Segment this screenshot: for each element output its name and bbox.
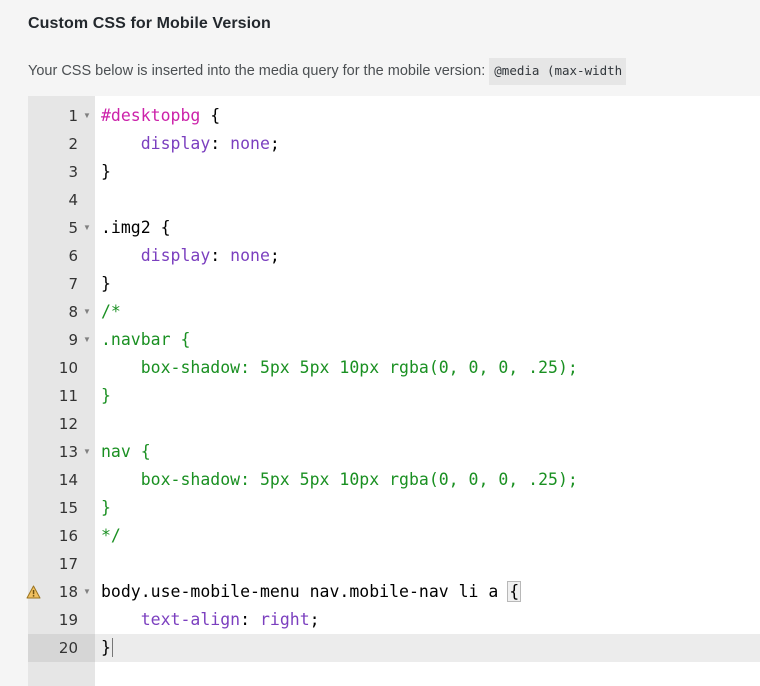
code-token: right xyxy=(259,610,310,629)
active-line-highlight xyxy=(95,634,760,662)
fold-toggle-icon[interactable]: ▼ xyxy=(83,307,91,316)
code-token: } xyxy=(101,162,111,181)
code-token: nav { xyxy=(101,442,151,461)
line-number: 7 xyxy=(68,275,78,293)
code-line[interactable]: #desktopbg { xyxy=(101,102,220,130)
code-token: #desktopbg xyxy=(101,106,201,125)
line-number: 19 xyxy=(58,611,78,629)
code-line[interactable]: } xyxy=(101,270,111,298)
code-line[interactable]: } xyxy=(101,494,111,522)
code-token: ; xyxy=(269,246,280,265)
line-number: 1 xyxy=(68,107,78,125)
line-number: 8 xyxy=(68,303,78,321)
code-line[interactable]: body.use-mobile-menu nav.mobile-nav li a… xyxy=(101,578,522,606)
active-line-gutter-highlight xyxy=(28,634,95,662)
line-number: 12 xyxy=(58,415,78,433)
line-number: 17 xyxy=(58,555,78,573)
code-line[interactable]: } xyxy=(101,158,111,186)
line-number: 2 xyxy=(68,135,78,153)
fold-toggle-icon[interactable]: ▼ xyxy=(83,447,91,456)
code-token: none xyxy=(230,246,270,265)
fold-toggle-icon[interactable]: ▼ xyxy=(83,111,91,120)
code-token: } xyxy=(101,638,111,657)
fold-toggle-icon[interactable]: ▼ xyxy=(83,587,91,596)
code-line[interactable]: box-shadow: 5px 5px 10px rgba(0, 0, 0, .… xyxy=(101,354,578,382)
editor-gutter[interactable] xyxy=(28,96,95,686)
code-line[interactable]: */ xyxy=(101,522,121,550)
description-text: Your CSS below is inserted into the medi… xyxy=(28,63,486,79)
code-token: { xyxy=(200,106,221,125)
line-number: 11 xyxy=(58,387,78,405)
code-token: { xyxy=(507,581,522,602)
line-number: 4 xyxy=(68,191,78,209)
fold-toggle-icon[interactable]: ▼ xyxy=(83,223,91,232)
code-line[interactable]: display: none; xyxy=(101,130,280,158)
code-line[interactable]: box-shadow: 5px 5px 10px rgba(0, 0, 0, .… xyxy=(101,466,578,494)
line-number: 14 xyxy=(58,471,78,489)
line-number: 9 xyxy=(68,331,78,349)
code-token: */ xyxy=(101,526,121,545)
panel-header: Custom CSS for Mobile Version Your CSS b… xyxy=(0,0,760,96)
code-line[interactable]: /* xyxy=(101,298,121,326)
code-token: } xyxy=(101,274,111,293)
code-token: body.use-mobile-menu nav.mobile-nav li a xyxy=(101,582,509,601)
line-number: 5 xyxy=(68,219,78,237)
page-title: Custom CSS for Mobile Version xyxy=(28,15,271,32)
code-line[interactable]: display: none; xyxy=(101,242,280,270)
code-token: : xyxy=(240,610,260,629)
code-line[interactable]: } xyxy=(101,382,111,410)
code-token: .navbar { xyxy=(101,330,191,349)
editor-left-margin xyxy=(0,96,28,686)
line-number: 20 xyxy=(58,639,78,657)
code-line[interactable]: nav { xyxy=(101,438,151,466)
fold-toggle-icon[interactable]: ▼ xyxy=(83,335,91,344)
line-number: 13 xyxy=(58,443,78,461)
line-number: 6 xyxy=(68,247,78,265)
code-line[interactable]: .navbar { xyxy=(101,326,190,354)
code-token: } xyxy=(101,498,111,517)
code-token: ; xyxy=(269,134,280,153)
editor-code-surface[interactable] xyxy=(95,96,760,686)
code-token: box-shadow: 5px 5px 10px rgba(0, 0, 0, .… xyxy=(101,470,578,489)
warning-icon[interactable] xyxy=(24,578,42,606)
text-cursor xyxy=(111,638,113,657)
line-number: 18 xyxy=(58,583,78,601)
code-token: text-align xyxy=(101,610,241,629)
code-token: display xyxy=(101,134,211,153)
line-number: 3 xyxy=(68,163,78,181)
code-line[interactable]: .img2 { xyxy=(101,214,171,242)
code-token: : xyxy=(210,134,231,153)
code-token: } xyxy=(101,386,111,405)
description-row: Your CSS below is inserted into the medi… xyxy=(28,58,627,85)
line-number: 15 xyxy=(58,499,78,517)
code-token: ; xyxy=(309,610,320,629)
code-token: /* xyxy=(101,302,121,321)
code-token: box-shadow: 5px 5px 10px rgba(0, 0, 0, .… xyxy=(101,358,578,377)
line-number: 10 xyxy=(58,359,78,377)
code-line[interactable]: } xyxy=(101,634,113,662)
media-query-code-badge: @media (max-width xyxy=(489,58,627,85)
line-number: 16 xyxy=(58,527,78,545)
code-line[interactable]: text-align: right; xyxy=(101,606,320,634)
code-token: : xyxy=(210,246,231,265)
code-token: none xyxy=(230,134,270,153)
code-token: .img2 { xyxy=(101,218,171,237)
code-token: display xyxy=(101,246,211,265)
